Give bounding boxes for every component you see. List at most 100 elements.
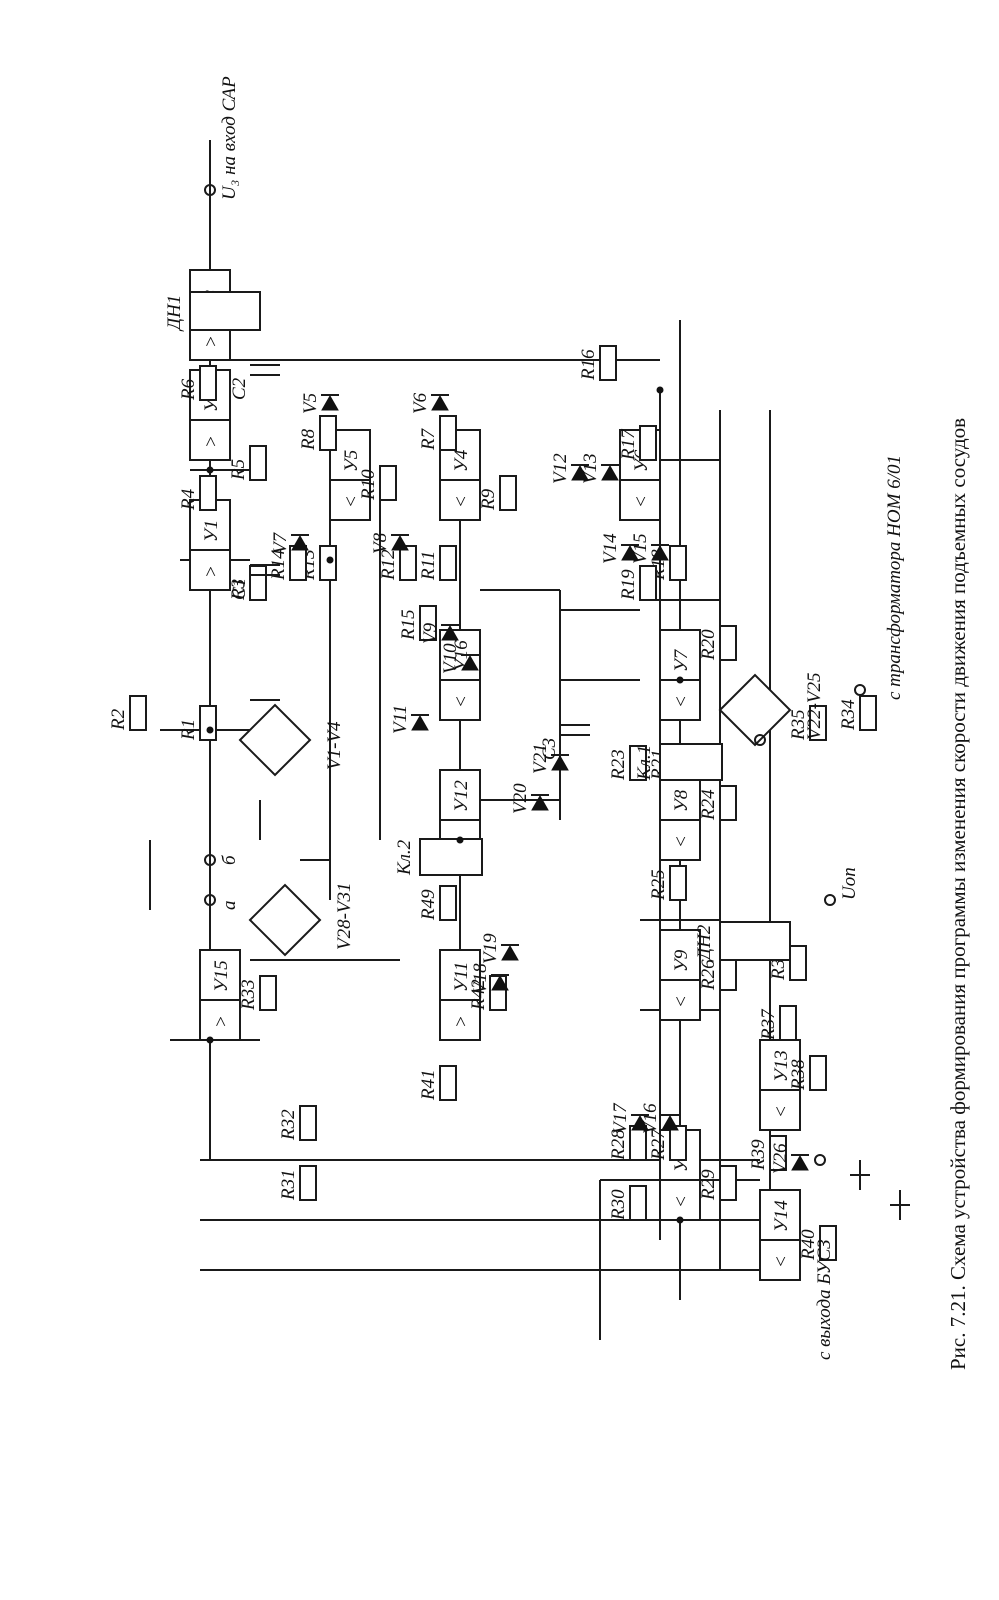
capacitor-c1 — [250, 564, 280, 576]
resistor-label: R5 — [228, 459, 249, 481]
resistor-label: R32 — [278, 1109, 299, 1141]
resistor-r41: R41 — [418, 1065, 457, 1101]
resistor-label: R40 — [798, 1229, 819, 1261]
amplifier-name: У13 — [771, 1050, 792, 1082]
amplifier-sign: < — [341, 495, 362, 508]
amplifier-у14: <У14 — [759, 1189, 801, 1281]
amplifier-name: У12 — [451, 780, 472, 812]
diode-label: V18 — [470, 963, 491, 994]
resistor-label: R30 — [608, 1189, 629, 1221]
bridge2-label: V22-V25 — [804, 672, 825, 740]
amplifier-name: У5 — [341, 450, 362, 472]
diode-v17: V17 — [610, 1102, 649, 1134]
diode-v5: V5 — [300, 393, 339, 414]
resistor-label: R7 — [418, 427, 439, 451]
amplifier-у5: < У5 — [329, 429, 371, 521]
amplifier-sign: < — [451, 695, 472, 708]
resistor-label: R17 — [618, 428, 639, 461]
resistor-label: R28 — [608, 1129, 629, 1161]
diode-v12: V12 — [550, 453, 589, 484]
diode-v18: V18 — [470, 963, 509, 994]
bridge-v22-v25 — [718, 673, 792, 747]
amplifier-name: У1 — [201, 520, 222, 542]
divider1-label: ДН1 — [164, 295, 185, 332]
amplifier-name: У14 — [771, 1200, 792, 1232]
diode-label: V10 — [440, 643, 461, 674]
key2-label: Кл.2 — [394, 839, 415, 876]
amplifier-у9: <У9 — [659, 929, 701, 1021]
resistor-label: R38 — [788, 1059, 809, 1091]
diode-label: V14 — [600, 533, 621, 564]
amplifier-sign: < — [631, 495, 652, 508]
diode-v10: V10 — [440, 643, 479, 674]
diode-v13: V13 — [580, 453, 619, 484]
resistor-label: R23 — [608, 749, 629, 781]
resistor-r24: R24 — [698, 785, 737, 821]
diode-v6: V6 — [410, 392, 449, 414]
resistor-r49: R49 — [418, 885, 457, 921]
resistor-r27: R27 — [648, 1125, 687, 1161]
bridge-v28-v31 — [248, 883, 322, 957]
diode-label: V5 — [300, 393, 321, 414]
resistor-r23: R23 — [608, 745, 647, 781]
diode-v19: V19 — [480, 933, 519, 964]
resistor-label: R34 — [838, 699, 859, 731]
resistor-r39: R39 — [748, 1135, 787, 1171]
divider2-label: ДН2 — [694, 924, 715, 962]
amplifier-name: У4 — [451, 449, 472, 472]
amplifier-у7: <У7 — [659, 629, 701, 721]
diode-v20: V20 — [510, 783, 549, 814]
c2-label: C2 — [229, 377, 250, 400]
resistor-label: R10 — [358, 469, 379, 501]
amplifier-sign: > — [201, 435, 222, 448]
resistor-label: R41 — [418, 1069, 439, 1101]
resistor-r10: R10 — [358, 465, 397, 501]
resistor-r40: R40 — [798, 1225, 837, 1261]
resistor-label: R9 — [478, 488, 499, 511]
resistor-r5: R5 — [228, 445, 267, 481]
resistor-label: R26 — [698, 959, 719, 991]
terminal-output — [204, 184, 216, 196]
resistor-r17: R17 — [618, 425, 657, 461]
resistor-label: R3 — [228, 579, 249, 601]
amplifier-sign: > — [201, 335, 222, 348]
resistor-r2: R2 — [108, 695, 147, 731]
key1-label: Кл.1 — [634, 745, 655, 781]
resistor-r34: R34 — [838, 695, 877, 731]
diode-label: V12 — [550, 453, 571, 484]
resistor-label: R39 — [748, 1139, 769, 1171]
amplifier-sign: < — [671, 1195, 692, 1208]
resistor-r1: R1 — [178, 705, 217, 741]
terminal-a — [204, 894, 216, 906]
resistor-label: R2 — [108, 708, 129, 731]
diode-v8: V8 — [370, 532, 409, 554]
diode-v15: V15 — [630, 533, 669, 564]
uop-label: Uоп — [839, 867, 860, 900]
divider-dn2 — [719, 921, 791, 961]
resistor-r7: R7 — [418, 415, 457, 451]
key-kl2 — [419, 838, 483, 876]
c3-label: C3 — [539, 738, 560, 760]
amplifier-sign: > — [201, 565, 222, 578]
amplifier-sign: < — [671, 995, 692, 1008]
amplifier-у1: > У1 — [189, 499, 231, 591]
resistor-label: R25 — [648, 869, 669, 901]
ground-symbol — [850, 1160, 870, 1190]
point-a-label: а — [219, 901, 240, 911]
capacitor-c2 — [250, 364, 280, 376]
resistor-r29: R29 — [698, 1165, 737, 1201]
figure-caption: Рис. 7.21. Схема устройства формирования… — [946, 418, 970, 1370]
diode-label: V26 — [770, 1143, 791, 1174]
diode-v14: V14 — [600, 533, 639, 564]
diode-v11: V11 — [390, 705, 429, 734]
diode-label: V8 — [370, 532, 391, 554]
diode-label: V6 — [410, 392, 431, 414]
point-b-label: б — [219, 854, 240, 865]
bridge1-label: V1-V4 — [324, 721, 345, 770]
diode-v7: V7 — [270, 531, 309, 554]
amplifier-name: У11 — [451, 962, 472, 992]
resistor-r37: R37 — [758, 1005, 797, 1041]
resistor-r8: R8 — [298, 415, 337, 451]
capacitor-c3 — [560, 724, 590, 736]
